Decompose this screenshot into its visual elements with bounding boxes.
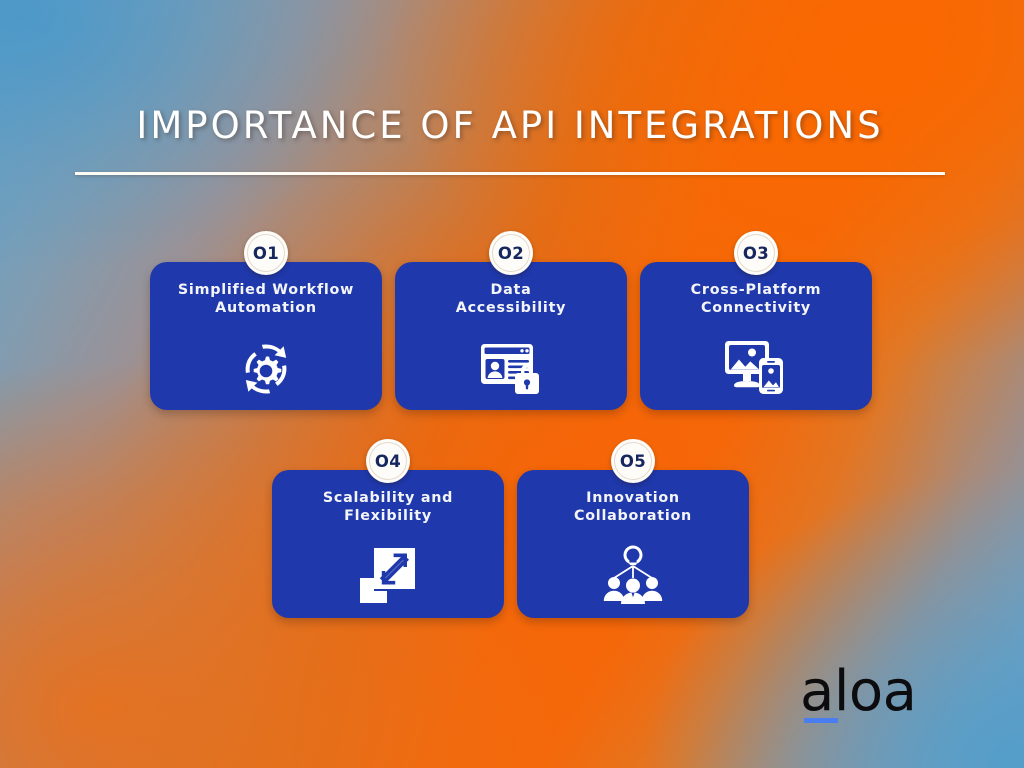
card-badge-number-2: O2 [497, 243, 525, 263]
aloa-logo-text: aloa [800, 659, 917, 724]
feature-card-title-1: Simplified Workflow Automation [160, 281, 372, 317]
card-badge-5: O5 [611, 439, 655, 483]
feature-card-3[interactable]: Cross-Platform Connectivity [640, 262, 872, 410]
card-badge-2: O2 [489, 231, 533, 275]
feature-card-title-line1-1: Simplified Workflow [177, 282, 355, 298]
feature-card-title-line1-4: Scalability and [322, 490, 454, 506]
feature-card-title-line2-4: Flexibility [344, 508, 432, 524]
aloa-logo: aloa [800, 664, 940, 726]
feature-card-1[interactable]: Simplified Workflow Automation [150, 262, 382, 410]
card-badge-3: O3 [734, 231, 778, 275]
feature-card-title-line2-1: Automation [215, 300, 317, 316]
page-title: IMPORTANCE OF API INTEGRATIONS [136, 104, 884, 147]
aloa-logo-underline [804, 718, 838, 723]
card-badge-number-3: O3 [742, 243, 770, 263]
resize-arrows-icon [272, 542, 504, 604]
feature-card-2[interactable]: Data Accessibility [395, 262, 627, 410]
card-badge-4: O4 [366, 439, 410, 483]
card-badge-number-1: O1 [252, 243, 280, 263]
monitor-mobile-icon [640, 334, 872, 396]
title-divider [75, 172, 945, 175]
card-badge-number-5: O5 [619, 451, 647, 471]
feature-card-title-2: Data Accessibility [405, 281, 617, 317]
card-badge-1: O1 [244, 231, 288, 275]
card-badge-number-4: O4 [374, 451, 402, 471]
feature-card-title-line1-3: Cross-Platform [690, 282, 822, 298]
team-lightbulb-icon [517, 542, 749, 604]
feature-card-title-line2-3: Connectivity [701, 300, 811, 316]
feature-card-title-5: Innovation Collaboration [527, 489, 739, 525]
secure-data-window-icon [395, 334, 627, 396]
feature-card-title-line2-5: Collaboration [573, 508, 692, 524]
gear-refresh-icon [150, 334, 382, 396]
feature-card-5[interactable]: Innovation Collaboration [517, 470, 749, 618]
feature-card-title-3: Cross-Platform Connectivity [650, 281, 862, 317]
feature-card-title-line2-2: Accessibility [455, 300, 567, 316]
feature-card-title-line1-5: Innovation [586, 490, 680, 506]
feature-card-title-line1-2: Data [490, 282, 532, 298]
feature-card-title-4: Scalability and Flexibility [282, 489, 494, 525]
feature-card-4[interactable]: Scalability and Flexibility [272, 470, 504, 618]
